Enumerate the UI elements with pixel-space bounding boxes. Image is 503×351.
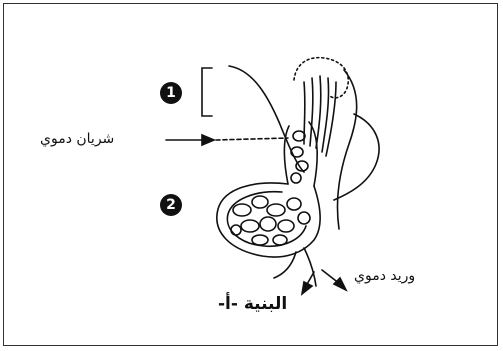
marker-2: 2	[160, 194, 182, 216]
vein-label: وريد دموي	[354, 268, 415, 284]
artery-arrow-head	[202, 135, 214, 145]
outer-membrane-right	[337, 70, 356, 229]
figure-caption: البنية -أ-	[218, 294, 287, 314]
outer-lobe	[334, 114, 379, 200]
artery-dashes	[216, 138, 288, 140]
column-right	[309, 122, 317, 186]
marker-1: 1	[160, 82, 182, 104]
figure-frame: 1 2 شريان دموي وريد دموي البنية -أ-	[3, 3, 498, 346]
fiber-3	[316, 76, 321, 148]
fiber-4	[322, 78, 329, 152]
fiber-2	[310, 78, 313, 146]
artery-label: شريان دموي	[40, 131, 114, 147]
bracket-1	[202, 68, 212, 116]
